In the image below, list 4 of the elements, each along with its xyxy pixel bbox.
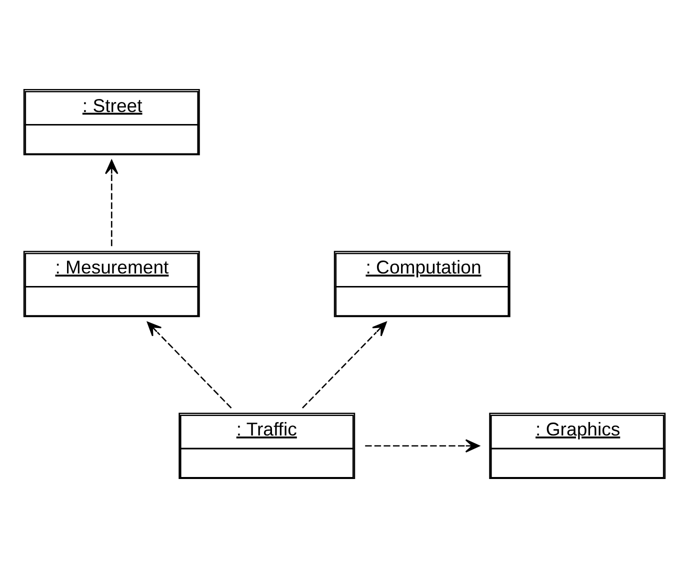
arrow [146, 321, 232, 408]
arrow [105, 159, 118, 246]
arrow [302, 321, 387, 408]
arrow [365, 438, 480, 452]
